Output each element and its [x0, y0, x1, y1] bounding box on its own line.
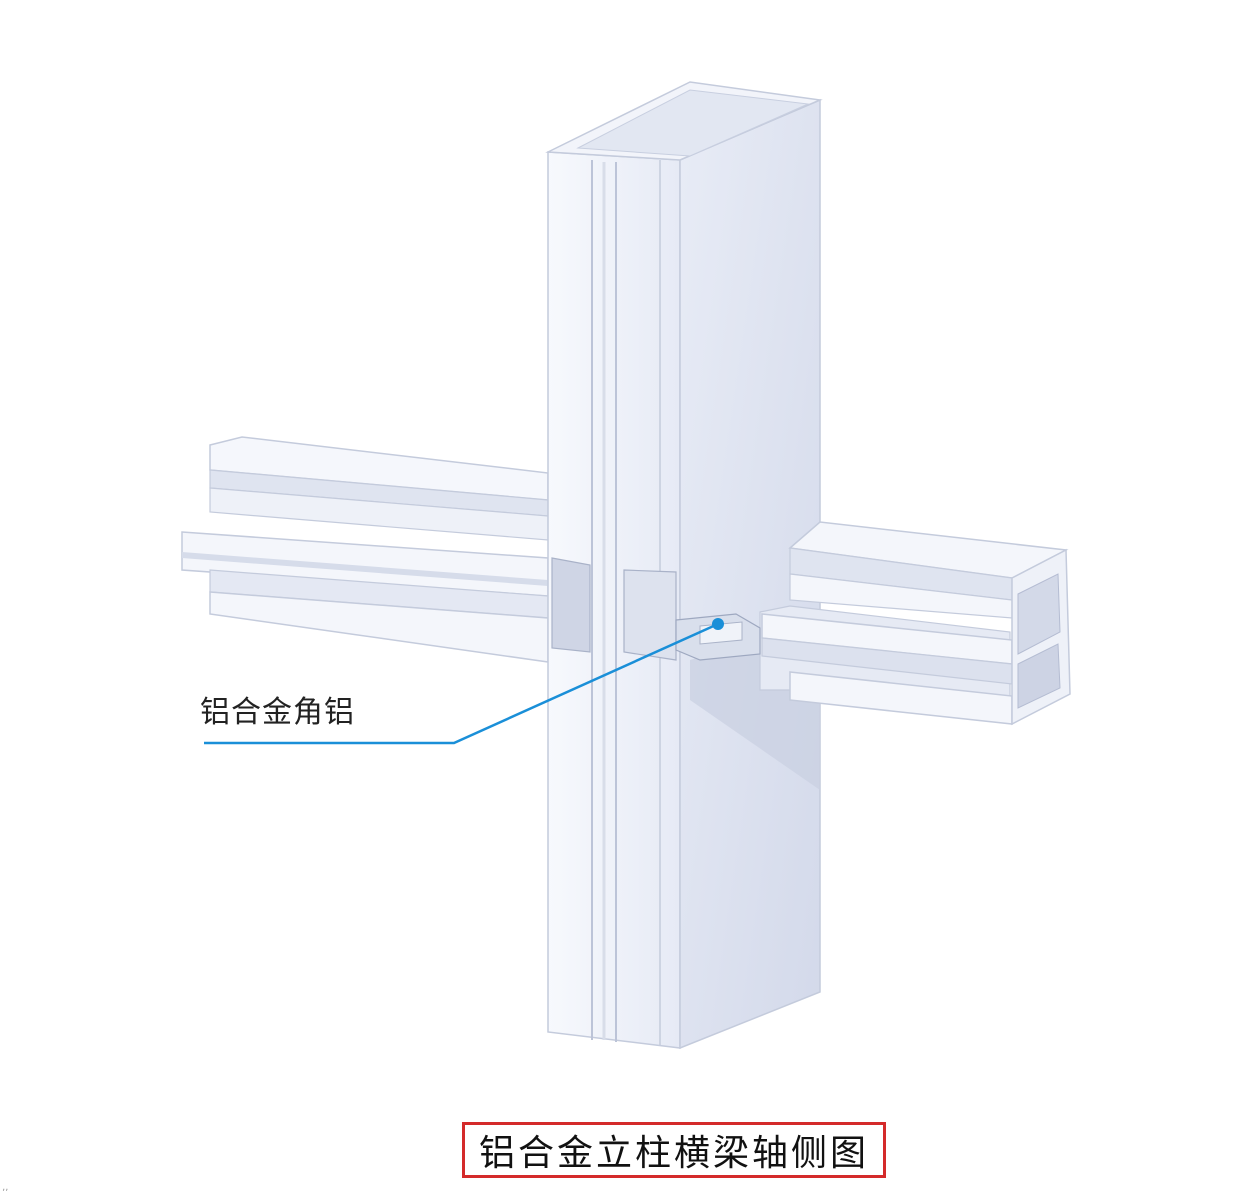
callout-leader: [204, 618, 724, 745]
left-transom: [181, 436, 549, 663]
corner-mark: ʼʼ: [2, 1188, 9, 1199]
caption-box: 铝合金立柱横梁轴侧图: [462, 1122, 886, 1178]
callout-label: 铝合金角铝: [200, 695, 355, 730]
mullion: [545, 81, 823, 1050]
caption-title: 铝合金立柱横梁轴侧图: [478, 1133, 869, 1174]
leader-dot: [712, 618, 724, 630]
leader-line: [204, 622, 719, 745]
right-transom: [675, 521, 1071, 726]
